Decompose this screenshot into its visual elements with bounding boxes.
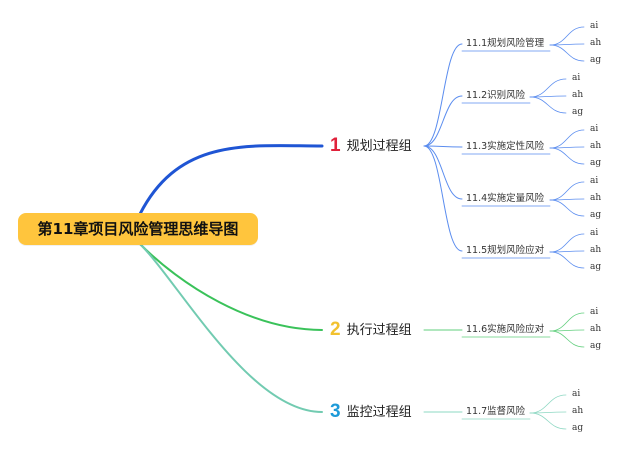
leaf-node[interactable]: ah — [590, 38, 602, 48]
leaf-node[interactable]: ai — [572, 389, 581, 399]
connector-root-group — [139, 243, 323, 413]
connector-topic-leaf — [549, 44, 585, 62]
leaf-node[interactable]: ag — [590, 262, 602, 272]
leaf-node[interactable]: ai — [590, 228, 599, 238]
topic-node[interactable]: 11.4实施定量风险 — [466, 193, 545, 204]
connector-topic-leaf — [549, 251, 585, 269]
connector-group-topic — [423, 145, 463, 148]
leaf-node[interactable]: ah — [590, 141, 602, 151]
connector-root-group — [139, 243, 323, 331]
group-number: 2 — [330, 319, 341, 340]
leaf-node[interactable]: ag — [572, 107, 584, 117]
topic-node[interactable]: 11.2识别风险 — [466, 90, 526, 101]
connector-topic-leaf — [549, 233, 585, 253]
group-executing[interactable]: 2 执行过程组 — [330, 318, 412, 342]
leaf-node[interactable]: ah — [572, 90, 584, 100]
connector-topic-leaf — [549, 312, 585, 332]
connector-group-topic — [423, 95, 463, 147]
leaf-node[interactable]: ai — [590, 21, 599, 31]
leaf-node[interactable]: ah — [590, 324, 602, 334]
connector-topic-leaf — [529, 78, 567, 98]
group-number: 1 — [330, 135, 341, 156]
connector-topic-leaf — [549, 330, 585, 348]
leaf-node[interactable]: ah — [590, 193, 602, 203]
connector-topic-leaf — [529, 96, 567, 114]
connector-group-topic — [423, 43, 463, 147]
leaf-node[interactable]: ai — [590, 307, 599, 317]
leaf-node[interactable]: ai — [590, 176, 599, 186]
connector-topic-leaf — [549, 199, 585, 217]
leaf-node[interactable]: ag — [590, 341, 602, 351]
topic-node[interactable]: 11.5规划风险应对 — [466, 245, 545, 256]
group-label: 规划过程组 — [346, 139, 412, 154]
topic-node[interactable]: 11.6实施风险应对 — [466, 324, 545, 335]
connector-group-topic — [423, 145, 463, 252]
leaf-node[interactable]: ag — [590, 55, 602, 65]
connector-topic-leaf — [529, 394, 567, 414]
group-planning[interactable]: 1 规划过程组 — [330, 134, 412, 158]
connector-group-topic — [423, 145, 463, 200]
leaf-node[interactable]: ag — [572, 423, 584, 433]
leaf-node[interactable]: ah — [572, 406, 584, 416]
connector-root-group — [138, 144, 324, 216]
group-monitoring[interactable]: 3 监控过程组 — [330, 400, 412, 424]
group-label: 监控过程组 — [346, 405, 412, 420]
root-topic[interactable]: 第11章项目风险管理思维导图 — [18, 213, 258, 245]
group-label: 执行过程组 — [346, 323, 412, 338]
leaf-node[interactable]: ah — [590, 245, 602, 255]
connector-topic-leaf — [549, 26, 585, 46]
topic-node[interactable]: 11.7监督风险 — [466, 406, 526, 417]
connector-topic-leaf — [549, 129, 585, 149]
leaf-node[interactable]: ai — [572, 73, 581, 83]
leaf-node[interactable]: ag — [590, 210, 602, 220]
leaf-node[interactable]: ai — [590, 124, 599, 134]
connector-topic-leaf — [549, 181, 585, 201]
group-number: 3 — [330, 401, 341, 422]
topic-node[interactable]: 11.1规划风险管理 — [466, 38, 545, 49]
topic-node[interactable]: 11.3实施定性风险 — [466, 141, 545, 152]
connector-topic-leaf — [549, 147, 585, 165]
connector-topic-leaf — [529, 412, 567, 430]
leaf-node[interactable]: ag — [590, 158, 602, 168]
